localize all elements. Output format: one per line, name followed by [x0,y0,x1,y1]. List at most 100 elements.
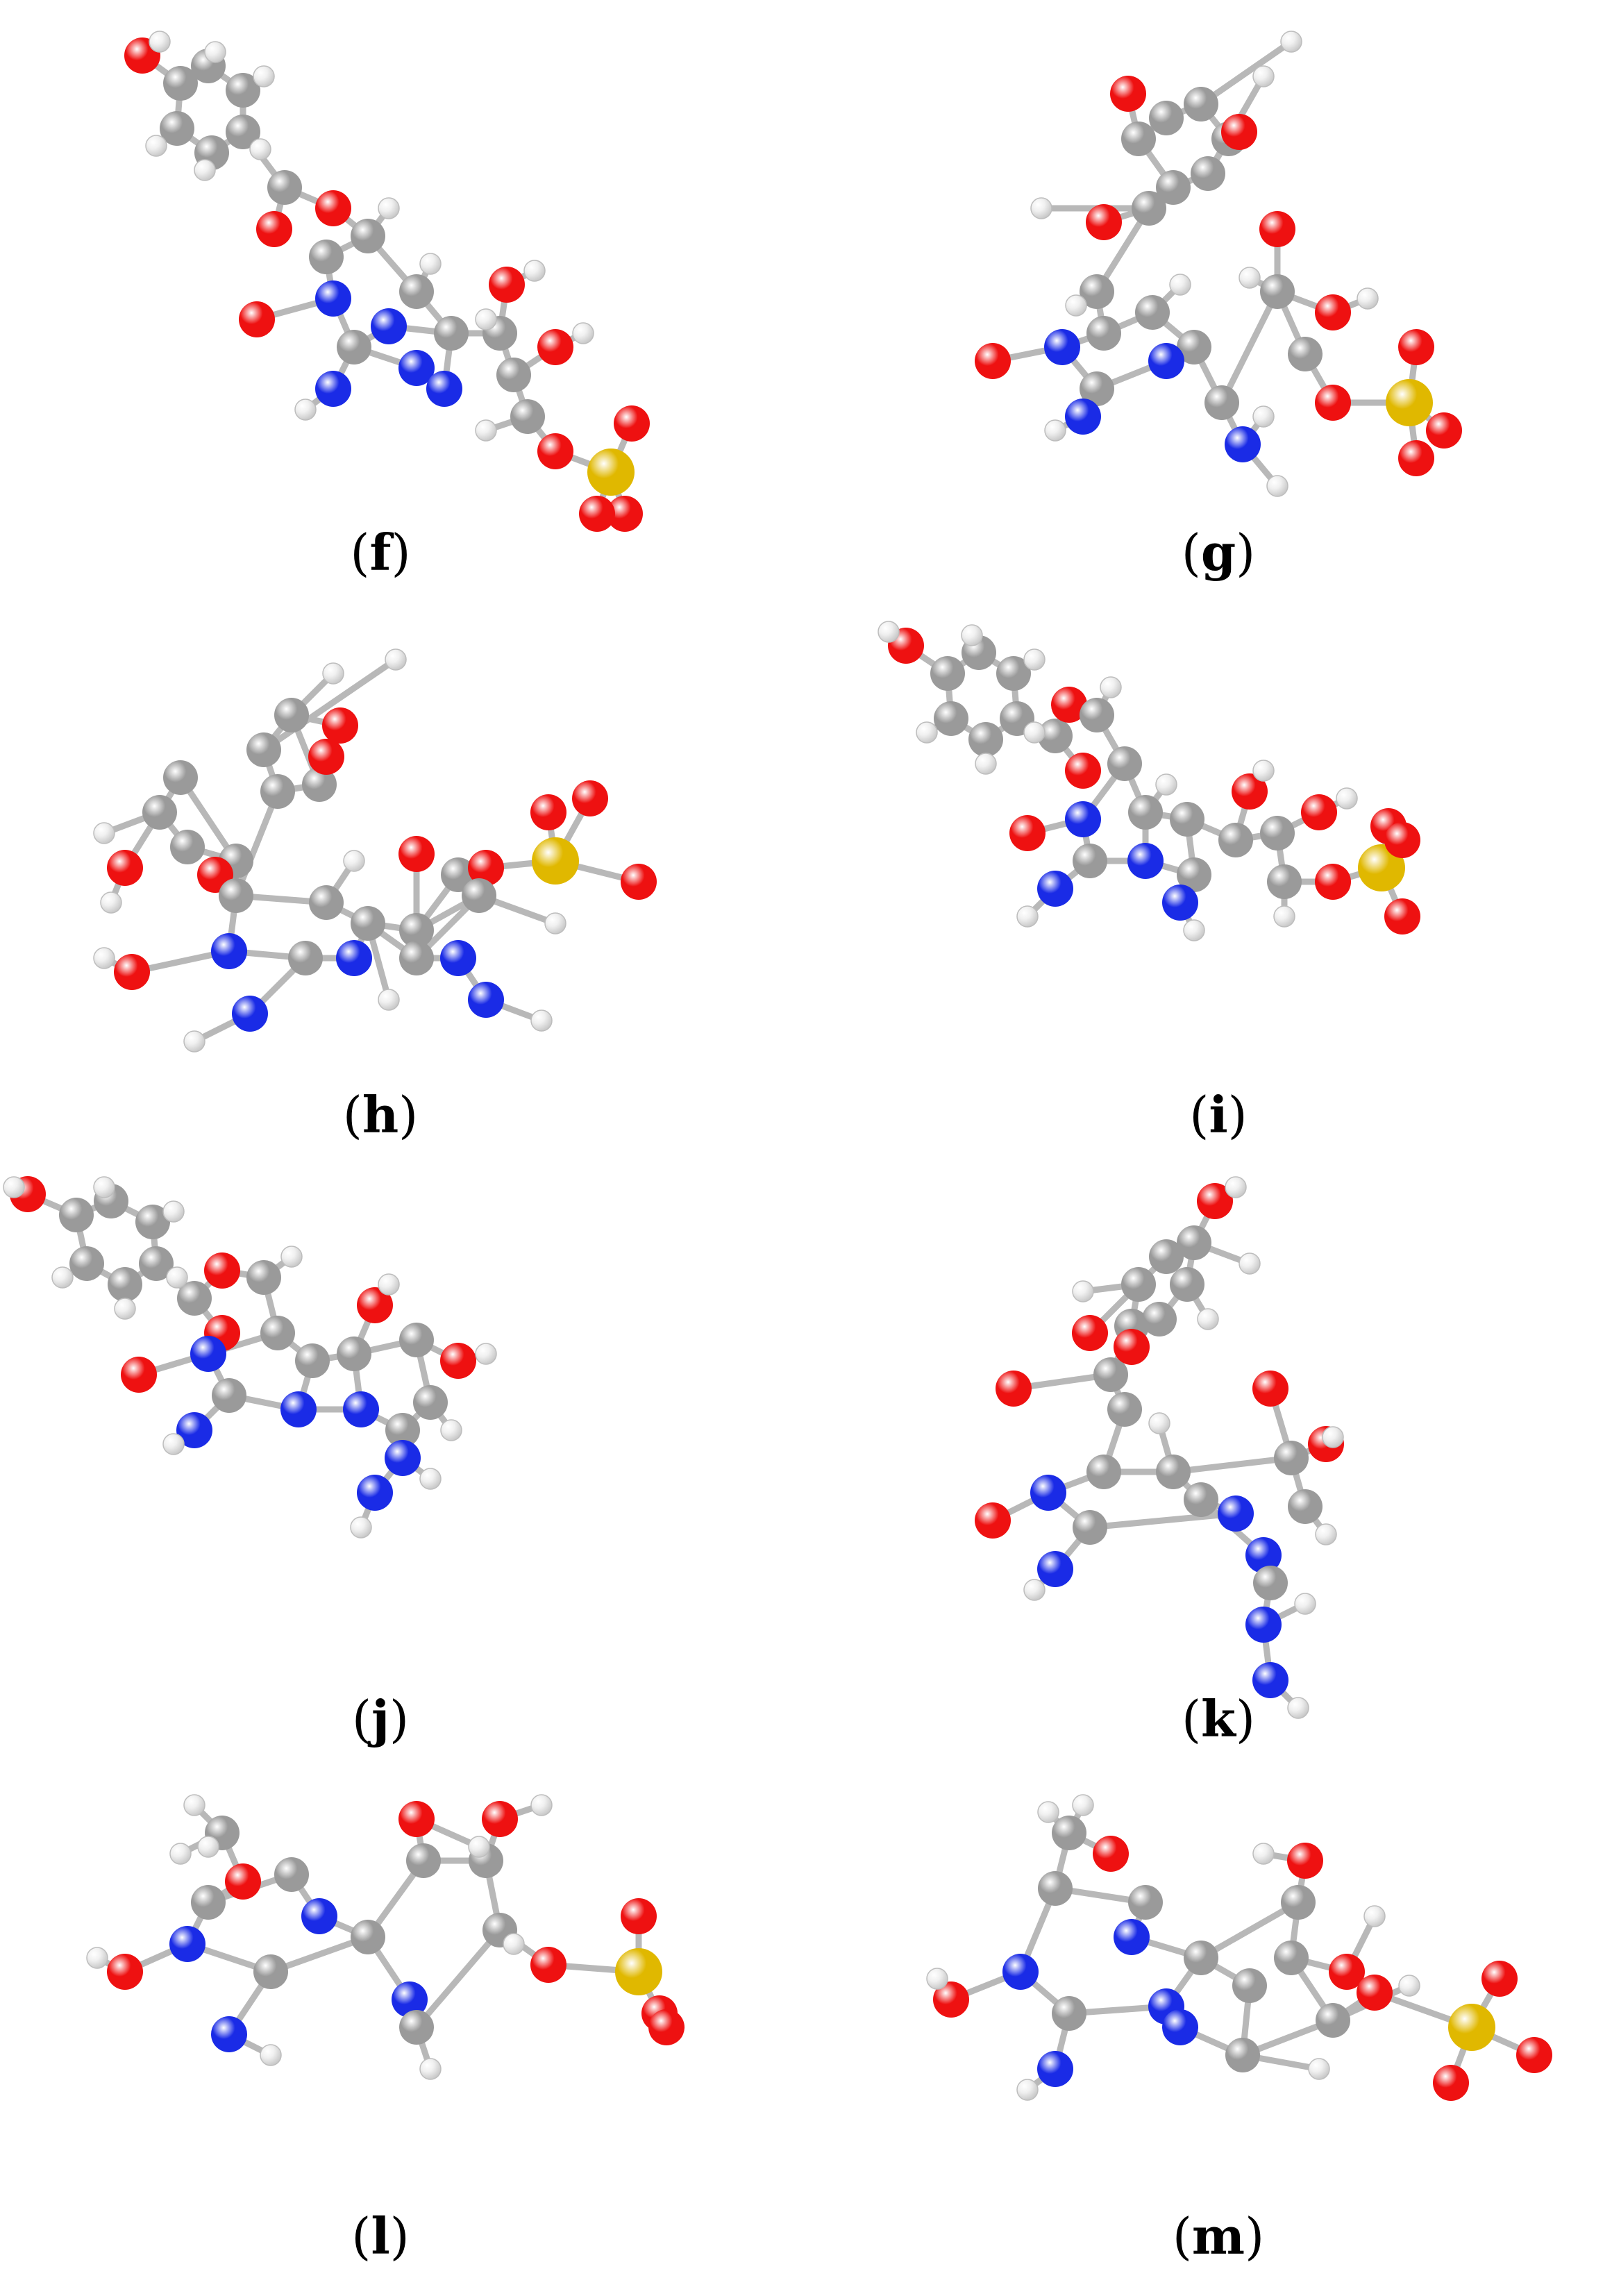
carbon-atom [260,774,295,809]
panel-label-f: (f) [350,523,411,582]
nitrogen-atom [232,996,268,1032]
oxygen-atom [239,301,275,337]
nitrogen-atom [1065,399,1101,435]
carbon-atom [1080,274,1114,309]
carbon-atom [385,1413,420,1448]
bond-h-13 [233,788,281,899]
oxygen-atom [1516,2037,1552,2073]
hydrogen-atom [162,1200,185,1223]
carbon-atom [1253,1566,1288,1600]
carbon-atom [351,906,385,941]
hydrogen-atom [3,1176,25,1198]
carbon-atom [170,830,205,864]
hydrogen-atom [1252,405,1275,428]
carbon-atom [462,878,496,913]
hydrogen-atom [468,1836,490,1858]
sulfur-atom [1448,2004,1495,2051]
carbon-atom [142,795,177,830]
carbon-atom [274,1857,309,1892]
sulfur-atom [1386,379,1433,426]
oxygen-atom [107,850,143,886]
bond-h-36 [260,656,399,753]
carbon-atom [1086,316,1121,351]
oxygen-atom [107,1954,143,1990]
oxygen-atom [1433,2065,1469,2101]
hydrogen-atom [419,1468,442,1490]
nitrogen-atom [1044,329,1080,365]
carbon-atom [212,1378,246,1413]
hydrogen-atom [419,253,442,275]
panel-label-m: (m) [1172,2206,1265,2265]
oxygen-atom [1093,1836,1129,1872]
oxygen-atom [114,954,150,990]
oxygen-atom [1065,753,1101,789]
carbon-atom [337,1336,371,1371]
carbon-atom [1121,121,1156,156]
hydrogen-atom [530,1009,553,1032]
oxygen-atom [1301,794,1337,830]
oxygen-atom [1232,773,1268,810]
hydrogen-atom [249,138,271,160]
hydrogen-atom [419,2058,442,2080]
nitrogen-atom [343,1391,379,1427]
carbon-atom [1177,857,1211,892]
carbon-atom [253,1954,288,1989]
nitrogen-atom [336,940,372,976]
oxygen-atom [648,2009,685,2045]
carbon-atom [1128,1885,1163,1920]
carbon-atom [226,115,260,149]
hydrogen-atom [1273,905,1295,928]
nitrogen-atom [1225,426,1261,462]
nitrogen-atom [1162,885,1198,921]
hydrogen-atom [260,2044,282,2066]
hydrogen-atom [544,912,566,935]
nitrogen-atom [211,933,247,969]
hydrogen-atom [1148,1412,1170,1434]
hydrogen-atom [1197,1308,1219,1330]
carbon-atom [295,1343,330,1378]
hydrogen-atom [1252,760,1275,782]
nitrogen-atom [190,1336,226,1372]
carbon-atom [510,399,545,434]
carbon-atom [1080,698,1114,732]
panel-label-i: (i) [1189,1085,1248,1144]
carbon-atom [219,878,253,913]
bond-k-20 [1086,1510,1239,1531]
hydrogen-atom [183,1794,205,1816]
carbon-atom [1225,2038,1260,2072]
hydrogen-atom [93,822,115,844]
bond-k-21 [1170,1455,1295,1475]
hydrogen-atom [322,662,344,685]
hydrogen-atom [1016,2079,1039,2101]
hydrogen-atom [523,260,546,282]
hydrogen-atom [1280,31,1302,53]
carbon-atom [1107,1392,1142,1427]
carbon-atom [996,656,1031,691]
hydrogen-atom [1023,721,1046,744]
hydrogen-atom [1037,1801,1059,1823]
carbon-atom [934,701,968,736]
carbon-atom [1038,719,1073,753]
oxygen-atom [1426,412,1462,449]
hydrogen-atom [1169,274,1191,296]
carbon-atom [1267,864,1302,899]
carbon-atom [1149,101,1184,135]
hydrogen-atom [1155,773,1177,796]
hydrogen-atom [1023,648,1046,671]
oxygen-atom [1086,204,1122,240]
oxygen-atom [933,1981,969,2018]
hydrogen-atom [343,850,365,872]
nitrogen-atom [1127,843,1164,879]
carbon-atom [1132,191,1166,226]
sulfur-atom [532,837,579,885]
hydrogen-atom [1239,1252,1261,1275]
carbon-atom [309,240,344,274]
oxygen-atom [1287,1843,1323,1879]
hydrogen-atom [1315,1523,1337,1545]
oxygen-atom [398,836,435,872]
carbon-atom [139,1246,174,1281]
carbon-atom [1288,1489,1323,1524]
molecule-g [975,31,1462,497]
oxygen-atom [482,1801,518,1837]
oxygen-atom [121,1357,157,1393]
